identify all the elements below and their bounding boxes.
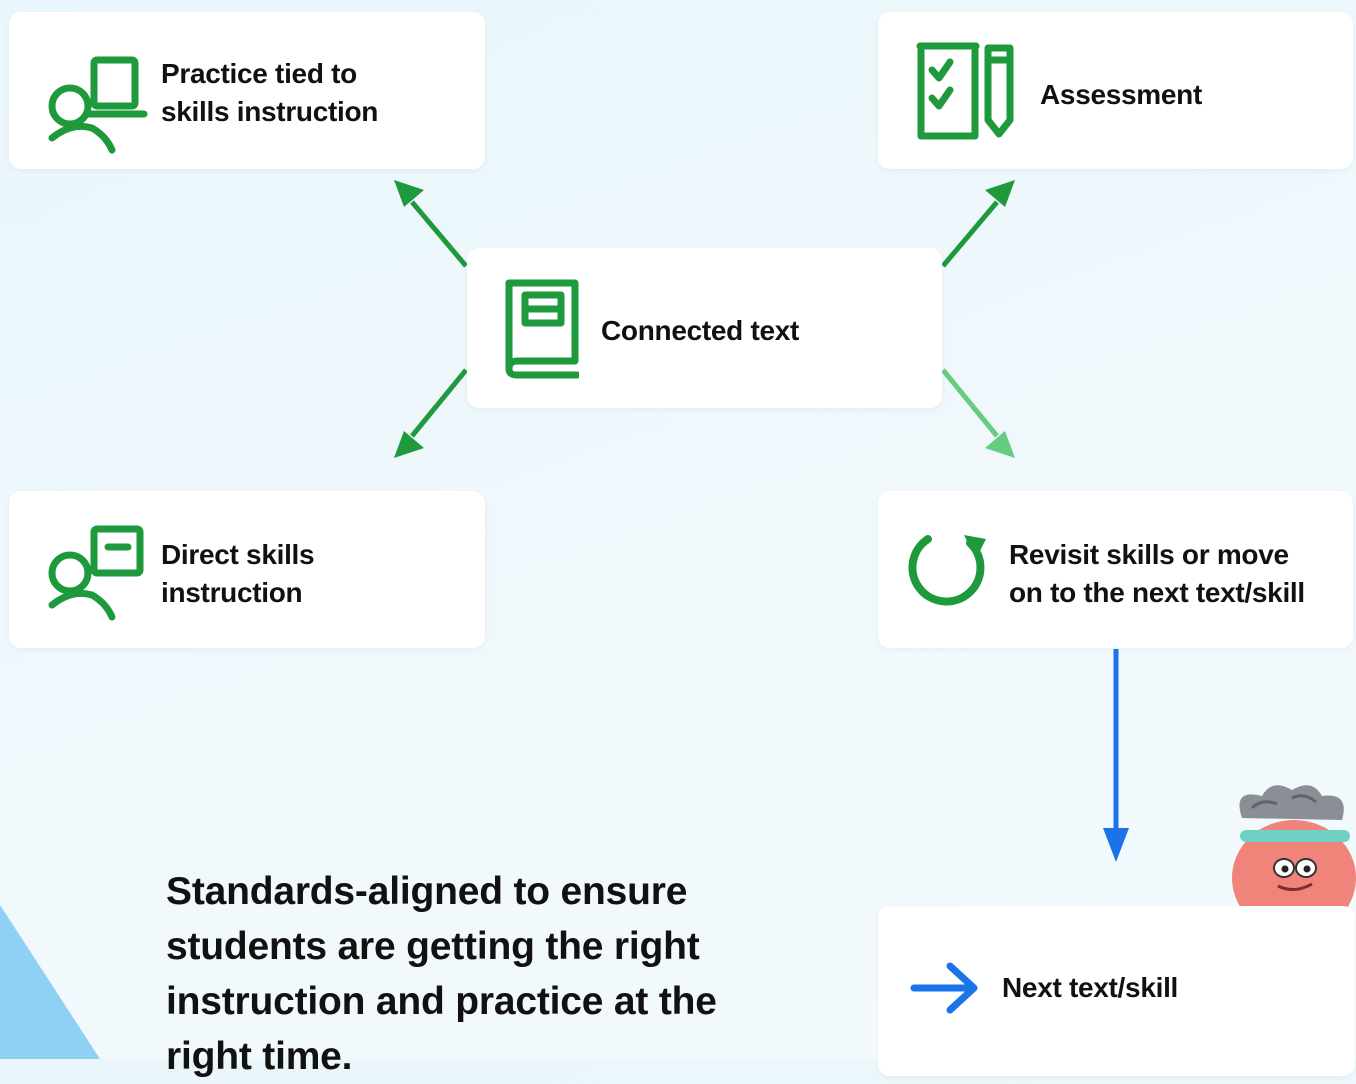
direct-label-line2: instruction [161,577,303,608]
assessment-label: Assessment [1040,79,1202,110]
arrow-to-direct [394,368,468,458]
standards-bold: Standards-aligned [166,870,503,913]
arrow-to-assessment [941,180,1015,268]
standards-rest: to ensure students are getting the right… [166,870,717,1078]
student-laptop-icon [48,56,148,154]
refresh-icon [908,535,986,606]
arrow-to-next [1103,649,1129,862]
revisit-label-line1: Revisit skills or move [1009,539,1289,570]
student-board-icon [48,525,144,621]
practice-label-line2: skills instruction [161,96,379,127]
arrow-to-practice [394,180,468,268]
book-icon [505,279,579,379]
standards-statement: Standards-aligned to ensure students are… [166,864,786,1084]
connected-text-label: Connected text [601,315,800,346]
node-direct: Direct skills instruction [9,491,485,648]
diagram-arrows [394,180,1129,862]
node-connected-text: Connected text [467,248,942,408]
arrow-right-icon [910,962,978,1014]
node-assessment: Assessment [878,12,1353,169]
checklist-pencil-icon [916,42,1014,140]
next-label: Next text/skill [1002,972,1179,1003]
direct-label-line1: Direct skills [161,539,315,570]
node-revisit: Revisit skills or move on to the next te… [878,491,1353,648]
arrow-to-revisit [941,368,1015,458]
practice-label-line1: Practice tied to [161,58,357,89]
revisit-label-line2: on to the next text/skill [1009,577,1305,608]
node-practice: Practice tied to skills instruction [9,12,485,169]
decorative-triangle [0,905,100,1059]
node-next: Next text/skill [878,906,1355,1076]
mascot-character [1232,785,1356,918]
